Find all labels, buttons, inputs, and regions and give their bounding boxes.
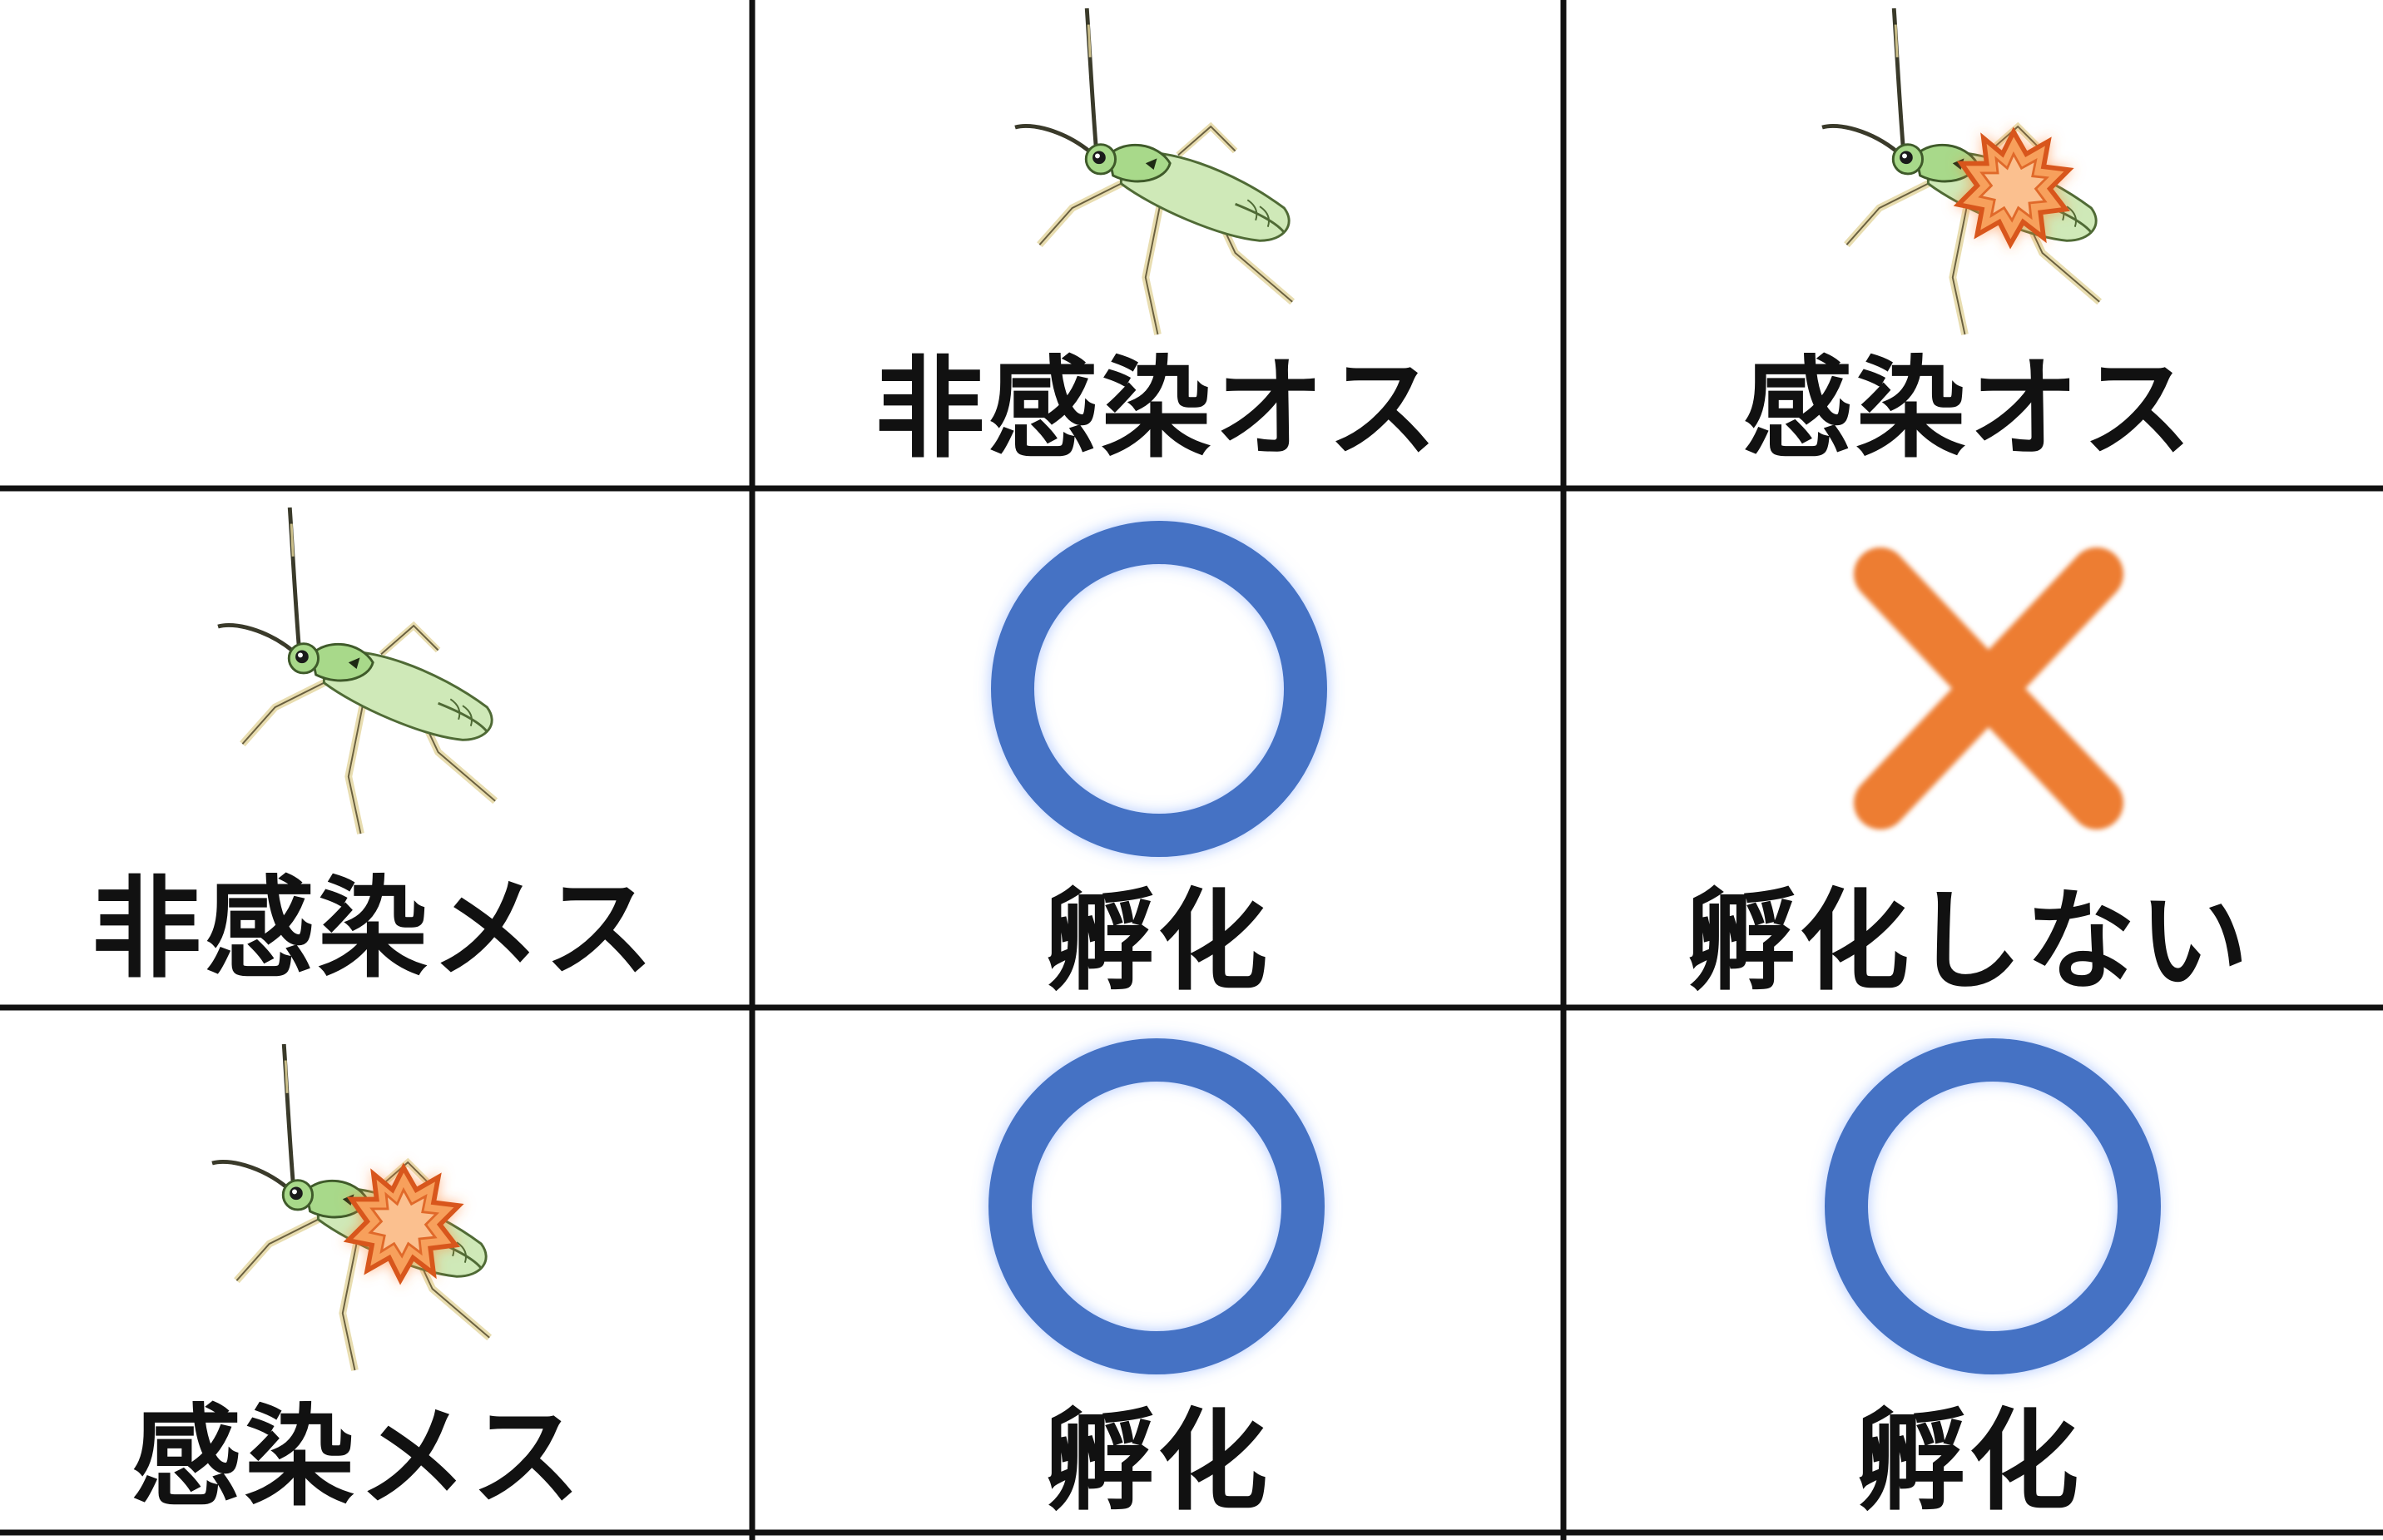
circle-mark-if-um bbox=[988, 1038, 1325, 1374]
circle-mark-uf-um bbox=[991, 521, 1327, 857]
circle-mark-if-im bbox=[1825, 1038, 2161, 1374]
row-header-infected-female: 感染メス bbox=[131, 1393, 584, 1522]
mirid-bug-icon-uninfected-male bbox=[1015, 8, 1292, 334]
cross-mark-uf-im bbox=[1854, 547, 2123, 829]
mirid-bug-icon-uninfected-female bbox=[218, 508, 495, 834]
row-header-uninfected-female: 非感染メス bbox=[92, 864, 657, 993]
result-label-uf-im: 孵化しない bbox=[1686, 877, 2252, 1006]
column-header-infected-male: 感染オス bbox=[1742, 344, 2196, 473]
result-label-if-im: 孵化 bbox=[1855, 1397, 2083, 1526]
result-label-if-um: 孵化 bbox=[1044, 1397, 1271, 1526]
result-label-uf-um: 孵化 bbox=[1044, 877, 1271, 1006]
column-header-uninfected-male: 非感染オス bbox=[874, 344, 1441, 473]
